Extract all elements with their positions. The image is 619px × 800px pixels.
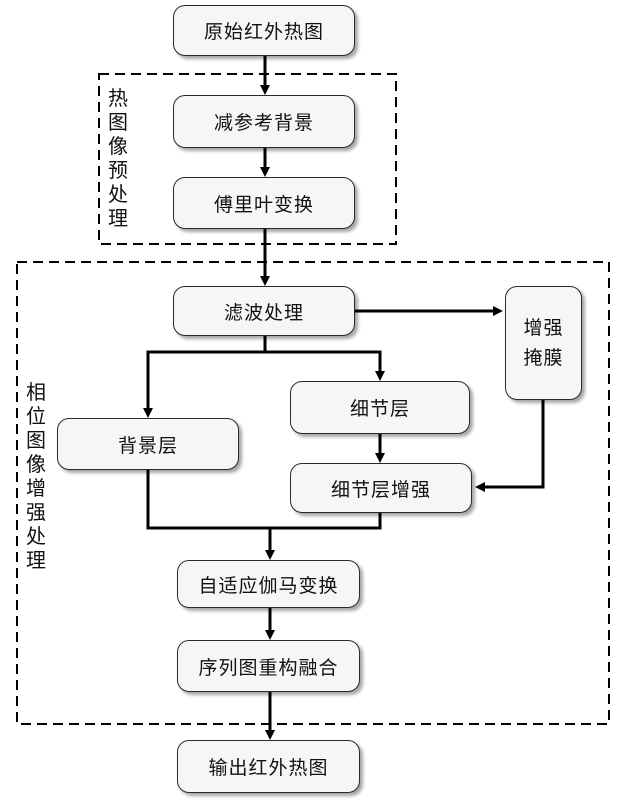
filter-split-line — [143, 336, 267, 418]
subtract-background-node: 减参考背景 — [173, 95, 355, 148]
merge-line-background — [146, 470, 270, 530]
preprocess-group-label: 热图像预处理 — [108, 86, 128, 230]
filter-node: 滤波处理 — [173, 286, 355, 336]
enhance-group-label: 相位图像增强处理 — [26, 380, 46, 572]
detail-enhance-node: 细节层增强 — [290, 463, 472, 513]
arrow-mask-to-detail-enhance — [475, 400, 545, 492]
enhance-mask-line2: 掩膜 — [523, 347, 564, 369]
input-node: 原始红外热图 — [173, 5, 355, 56]
enhance-group-frame — [16, 261, 610, 725]
enhance-mask-line1: 增强 — [523, 317, 564, 339]
arrow-split-to-detail — [265, 350, 385, 381]
detail-layer-node: 细节层 — [290, 381, 470, 434]
background-layer-node: 背景层 — [57, 418, 239, 470]
merge-line-detail — [270, 513, 382, 530]
preprocess-group-frame — [98, 73, 397, 245]
output-node: 输出红外热图 — [177, 740, 360, 793]
adaptive-gamma-node: 自适应伽马变换 — [177, 560, 360, 608]
fourier-transform-node: 傅里叶变换 — [173, 177, 355, 229]
enhance-mask-node: 增强 掩膜 — [505, 286, 582, 400]
sequence-reconstruct-node: 序列图重构融合 — [177, 640, 360, 692]
